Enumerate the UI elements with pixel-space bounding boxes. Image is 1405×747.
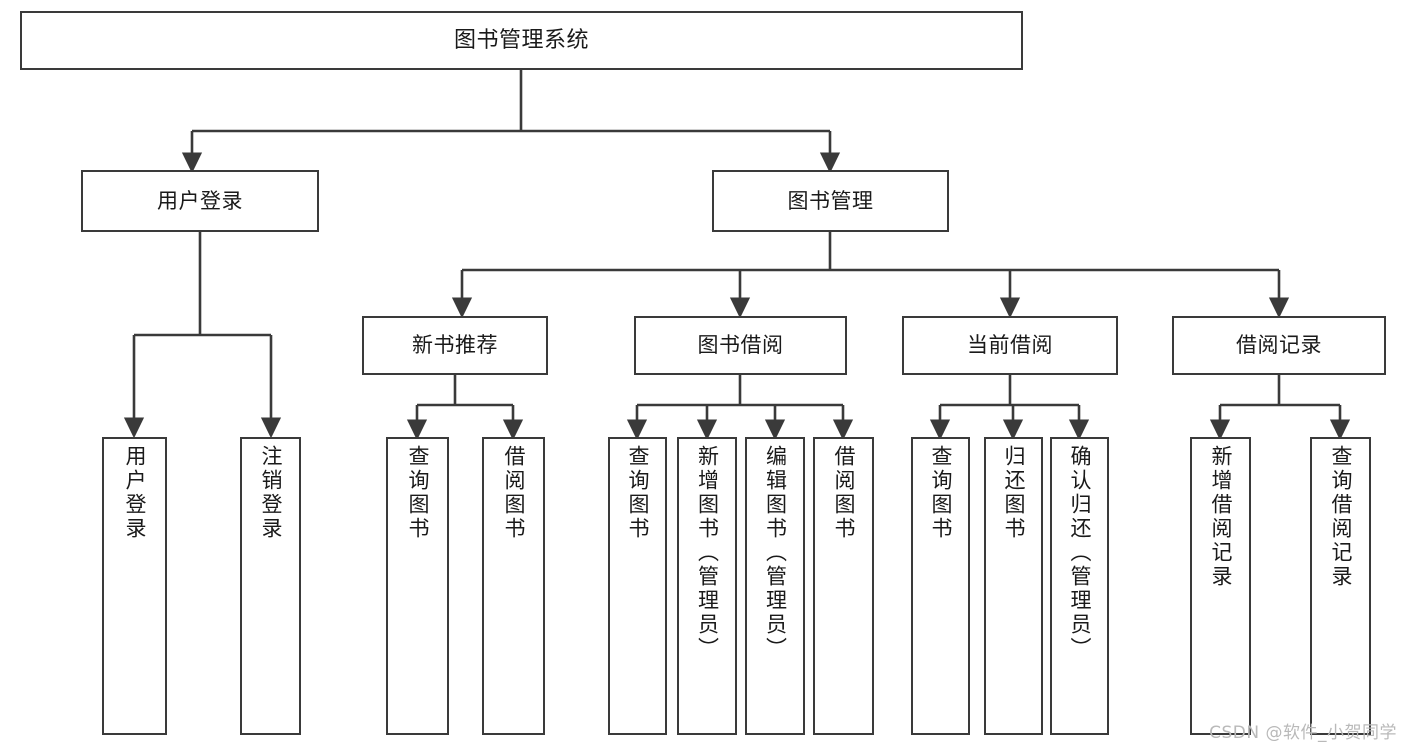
node-label: 借阅记录 bbox=[1236, 333, 1322, 358]
node-label: 确认归还（管理员） bbox=[1068, 445, 1092, 661]
node-label: 查询借阅记录 bbox=[1329, 445, 1353, 589]
node-label: 当前借阅 bbox=[967, 333, 1053, 358]
node-label: 查询图书 bbox=[406, 445, 430, 541]
node-level2[interactable]: 用户登录 bbox=[81, 170, 319, 232]
node-leaf[interactable]: 新增图书（管理员） bbox=[677, 437, 737, 735]
node-label: 图书管理 bbox=[787, 188, 874, 213]
node-leaf[interactable]: 编辑图书（管理员） bbox=[745, 437, 805, 735]
node-label: 新增图书（管理员） bbox=[695, 445, 720, 661]
node-label: 图书借阅 bbox=[697, 333, 784, 358]
node-label: 用户登录 bbox=[123, 445, 147, 541]
node-label: 查询图书 bbox=[929, 445, 953, 541]
node-level2[interactable]: 图书管理 bbox=[712, 170, 949, 232]
node-label: 借阅图书 bbox=[832, 445, 856, 541]
watermark: CSDN @软件_小贺同学 bbox=[1209, 723, 1397, 743]
node-label: 借阅图书 bbox=[502, 445, 526, 541]
node-label: 查询图书 bbox=[626, 445, 650, 541]
node-leaf[interactable]: 确认归还（管理员） bbox=[1050, 437, 1109, 735]
node-label: 归还图书 bbox=[1002, 445, 1026, 541]
node-root[interactable]: 图书管理系统 bbox=[20, 11, 1023, 70]
node-label: 新书推荐 bbox=[412, 333, 498, 358]
node-leaf[interactable]: 查询图书 bbox=[911, 437, 970, 735]
node-leaf[interactable]: 借阅图书 bbox=[813, 437, 874, 735]
node-leaf[interactable]: 查询图书 bbox=[608, 437, 667, 735]
node-level3[interactable]: 图书借阅 bbox=[634, 316, 847, 375]
node-leaf[interactable]: 查询借阅记录 bbox=[1310, 437, 1371, 735]
node-leaf[interactable]: 用户登录 bbox=[102, 437, 167, 735]
node-level3[interactable]: 借阅记录 bbox=[1172, 316, 1386, 375]
node-leaf[interactable]: 查询图书 bbox=[386, 437, 449, 735]
node-level3[interactable]: 新书推荐 bbox=[362, 316, 548, 375]
node-label: 图书管理系统 bbox=[453, 27, 589, 53]
node-leaf[interactable]: 注销登录 bbox=[240, 437, 301, 735]
node-level3[interactable]: 当前借阅 bbox=[902, 316, 1118, 375]
node-label: 注销登录 bbox=[259, 445, 283, 541]
node-label: 新增借阅记录 bbox=[1209, 445, 1233, 589]
node-label: 用户登录 bbox=[157, 188, 243, 213]
node-leaf[interactable]: 新增借阅记录 bbox=[1190, 437, 1251, 735]
node-leaf[interactable]: 归还图书 bbox=[984, 437, 1043, 735]
node-label: 编辑图书（管理员） bbox=[763, 445, 788, 661]
node-leaf[interactable]: 借阅图书 bbox=[482, 437, 545, 735]
